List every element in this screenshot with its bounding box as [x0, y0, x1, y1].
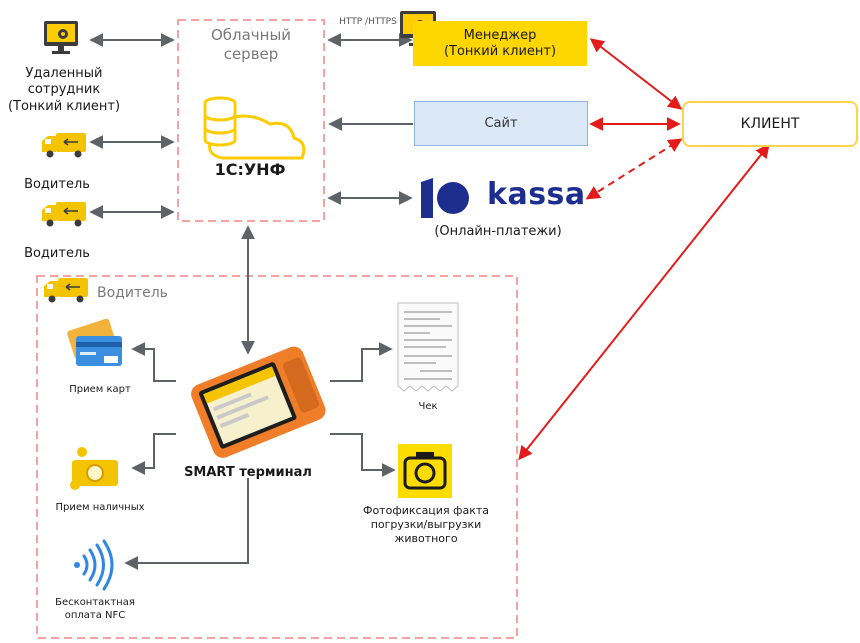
remote-worker-line2: сотрудник [27, 82, 101, 98]
cloud-app-label: 1С:УНФ [214, 160, 286, 179]
receipt-label: Чек [418, 401, 438, 412]
photo-label-line3: животного [394, 531, 458, 545]
remote-worker-label: Удаленный сотрудник (Тонкий клиент) [0, 66, 128, 115]
site-box: Сайт [414, 101, 588, 146]
credit-card-icon [67, 318, 122, 366]
kassa-logo-icon [421, 178, 469, 218]
arrow-terminal-nfc [124, 478, 249, 570]
nfc-icon [74, 539, 114, 591]
photo-label: Фотофиксация факта погрузки/выгрузки жив… [346, 504, 506, 545]
arrow-kassa-client [585, 138, 683, 200]
truck-icon [42, 133, 86, 158]
photo-label-line1: Фотофиксация факта [362, 504, 489, 517]
camera-icon [398, 444, 452, 498]
cloud-server-title: Облачный сервер [210, 26, 292, 63]
client-label: КЛИЕНТ [740, 116, 800, 132]
truck-icon [44, 278, 88, 303]
manager-title: Менеджер [463, 27, 537, 43]
smart-terminal-icon [191, 346, 326, 458]
client-box: КЛИЕНТ [682, 101, 858, 147]
driver-label: Водитель [24, 246, 90, 261]
manager-box: Менеджер (Тонкий клиент) [413, 21, 587, 66]
arrow-terminal-photo [330, 433, 396, 477]
arrow-manager-client [589, 38, 683, 110]
protocol-label: HTTP /HTTPS [339, 17, 397, 27]
nfc-label-line2: оплата NFC [64, 609, 126, 621]
manager-subtitle: (Тонкий клиент) [443, 43, 557, 59]
cash-label: Прием наличных [55, 502, 145, 513]
database-cloud-icon [203, 96, 306, 160]
driver-terminal-frame [36, 275, 518, 639]
driver-label: Водитель [97, 285, 168, 301]
terminal-label: SMART терминал [184, 465, 312, 480]
red-connectors [518, 38, 770, 461]
gray-connectors [89, 33, 413, 570]
arrow-terminal-receipt [330, 342, 393, 382]
remote-worker-line1: Удаленный [25, 66, 103, 81]
cloud-server-frame [177, 19, 325, 222]
site-label: Сайт [484, 116, 518, 131]
driver-label: Водитель [24, 177, 90, 192]
arrow-terminal-cards [131, 342, 176, 382]
cards-label: Прием карт [69, 384, 131, 395]
arrow-client-terminal [518, 143, 770, 461]
arrow-terminal-cash [131, 433, 176, 475]
photo-label-line2: погрузки/выгрузки [370, 517, 482, 531]
remote-worker-monitor-icon [44, 21, 78, 54]
nfc-label: Бесконтактная оплата NFC [40, 597, 150, 622]
kassa-caption: (Онлайн-платежи) [434, 224, 562, 239]
remote-worker-line3: (Тонкий клиент) [7, 98, 121, 114]
kassa-wordmark: kassa [487, 177, 586, 212]
nfc-label-line1: Бесконтактная [55, 597, 135, 608]
truck-icon [42, 202, 86, 227]
receipt-icon [397, 302, 459, 392]
cash-icon [70, 447, 118, 490]
